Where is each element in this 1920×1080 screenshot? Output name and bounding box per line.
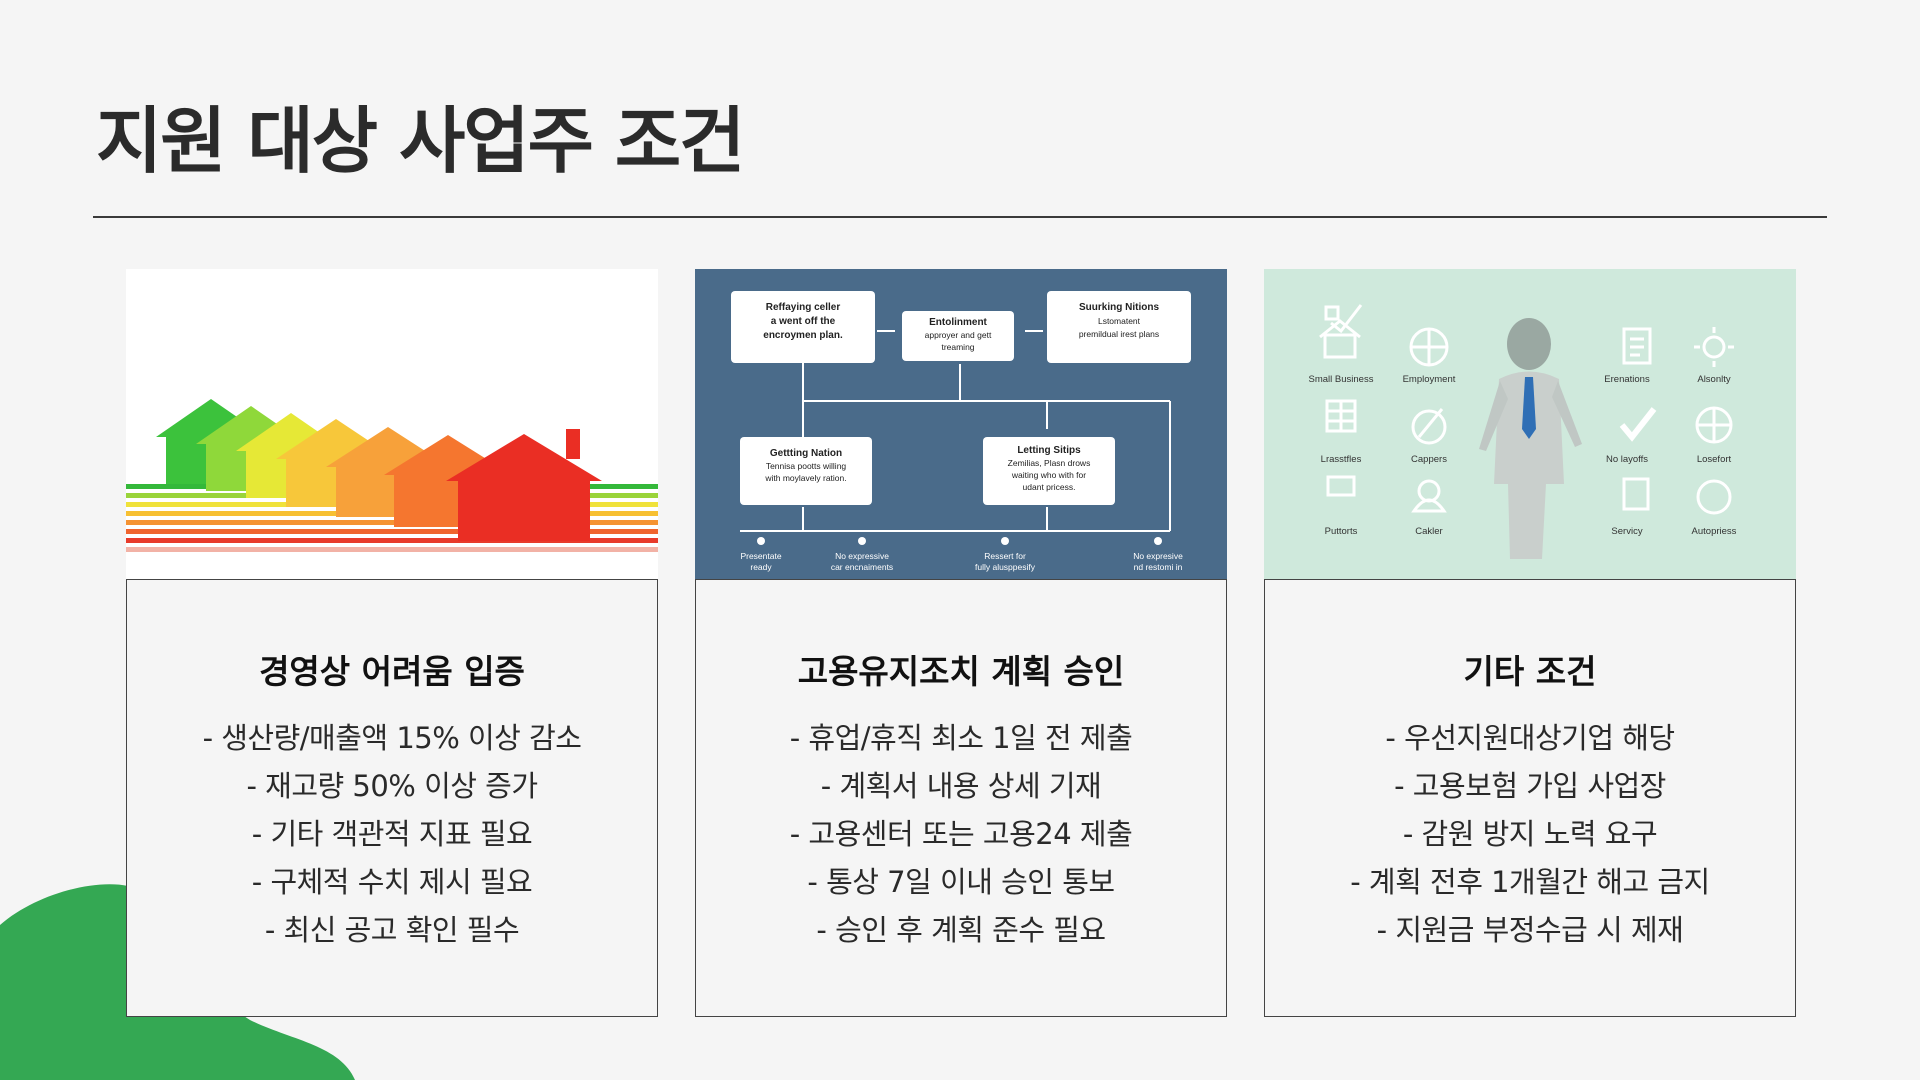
list-item: - 휴업/휴직 최소 1일 전 제출 — [789, 721, 1133, 755]
title-divider — [93, 216, 1827, 218]
box2-line1: Entolinment — [929, 317, 987, 328]
foot4-line2: nd restomi in — [1134, 562, 1183, 572]
icon-label: No layoffs — [1606, 454, 1648, 465]
box4-line1: Gettting Nation — [770, 448, 842, 459]
list-item: - 승인 후 계획 준수 필요 — [816, 913, 1106, 947]
icon-label: Losefort — [1697, 454, 1732, 465]
box3-line2: Lstomatent — [1098, 316, 1141, 326]
list-item: - 고용보험 가입 사업장 — [1394, 769, 1666, 803]
slide-title: 지원 대상 사업주 조건 — [96, 99, 745, 183]
card-employment-plan: Reffaying celler a went off the encroyme… — [695, 269, 1227, 1017]
card-heading: 기타 조건 — [1463, 652, 1597, 691]
foot1-line1: Presentate — [740, 551, 781, 561]
box4-line3: with moylavely ration. — [764, 473, 846, 483]
foot3-line1: Ressert for — [984, 551, 1026, 561]
box5-line2: Zemilias, Plasn drows — [1008, 458, 1091, 468]
icon-label: Cappers — [1411, 454, 1447, 465]
foot3-line2: fully alusppesify — [975, 562, 1036, 572]
card-other-conditions: Small Business Employment Lrasstfles Cap… — [1264, 269, 1796, 1017]
card-heading: 고용유지조치 계획 승인 — [797, 652, 1125, 691]
list-item: - 기타 객관적 지표 필요 — [251, 817, 533, 851]
list-item: - 구체적 수치 제시 필요 — [251, 865, 533, 899]
list-item: - 감원 방지 노력 요구 — [1402, 817, 1658, 851]
card-heading: 경영상 어려움 입증 — [259, 652, 525, 691]
list-item: - 최신 공고 확인 필수 — [264, 913, 520, 947]
flowchart-image: Reffaying celler a went off the encroyme… — [695, 269, 1227, 579]
icon-label: Employment — [1403, 374, 1456, 385]
foot4-line1: No expresive — [1133, 551, 1183, 561]
foot2-line2: car encnaiments — [831, 562, 893, 572]
energy-houses-image — [126, 269, 658, 579]
condition-list: - 휴업/휴직 최소 1일 전 제출 - 계획서 내용 상세 기재 - 고용센터… — [696, 714, 1226, 954]
foot1-line2: ready — [750, 562, 772, 572]
card-body: 경영상 어려움 입증 - 생산량/매출액 15% 이상 감소 - 재고량 50%… — [126, 579, 658, 1017]
list-item: - 통상 7일 이내 승인 통보 — [807, 865, 1115, 899]
icon-label: Small Business — [1309, 374, 1374, 385]
business-icons-image: Small Business Employment Lrasstfles Cap… — [1264, 269, 1796, 579]
box1-line3: encroymen plan. — [763, 330, 843, 341]
box3-line3: premildual irest plans — [1079, 329, 1159, 339]
list-item: - 재고량 50% 이상 증가 — [246, 769, 538, 803]
icon-label: Puttorts — [1325, 526, 1358, 537]
foot2-line1: No expressive — [835, 551, 889, 561]
box5-line3: waiting who with for — [1011, 470, 1086, 480]
icon-label: Cakler — [1415, 526, 1442, 537]
condition-list: - 생산량/매출액 15% 이상 감소 - 재고량 50% 이상 증가 - 기타… — [127, 714, 657, 954]
card-business-difficulty: 경영상 어려움 입증 - 생산량/매출액 15% 이상 감소 - 재고량 50%… — [126, 269, 658, 1017]
list-item: - 고용센터 또는 고용24 제출 — [789, 817, 1133, 851]
icon-label: Erenations — [1604, 374, 1650, 385]
box2-line2: approyer and gett — [925, 330, 992, 340]
icon-label: Autopriess — [1692, 526, 1737, 537]
list-item: - 우선지원대상기업 해당 — [1385, 721, 1675, 755]
icon-label: Servicy — [1611, 526, 1642, 537]
card-body: 고용유지조치 계획 승인 - 휴업/휴직 최소 1일 전 제출 - 계획서 내용… — [695, 579, 1227, 1017]
icon-label: Lrasstfles — [1321, 454, 1362, 465]
list-item: - 지원금 부정수급 시 제재 — [1376, 913, 1684, 947]
list-item: - 계획 전후 1개월간 해고 금지 — [1350, 865, 1710, 899]
box4-line2: Tennisa pootts willing — [766, 461, 847, 471]
box1-line2: a went off the — [771, 316, 836, 327]
box2-line3: treaming — [941, 342, 974, 352]
box5-line4: udant pricess. — [1023, 482, 1076, 492]
card-body: 기타 조건 - 우선지원대상기업 해당 - 고용보험 가입 사업장 - 감원 방… — [1264, 579, 1796, 1017]
box1-line1: Reffaying celler — [766, 302, 841, 313]
icon-label: Alsonlty — [1697, 374, 1731, 385]
list-item: - 계획서 내용 상세 기재 — [820, 769, 1102, 803]
box5-line1: Letting Sitips — [1017, 445, 1081, 456]
list-item: - 생산량/매출액 15% 이상 감소 — [202, 721, 582, 755]
box3-line1: Suurking Nitions — [1079, 302, 1159, 313]
condition-list: - 우선지원대상기업 해당 - 고용보험 가입 사업장 - 감원 방지 노력 요… — [1265, 714, 1795, 954]
